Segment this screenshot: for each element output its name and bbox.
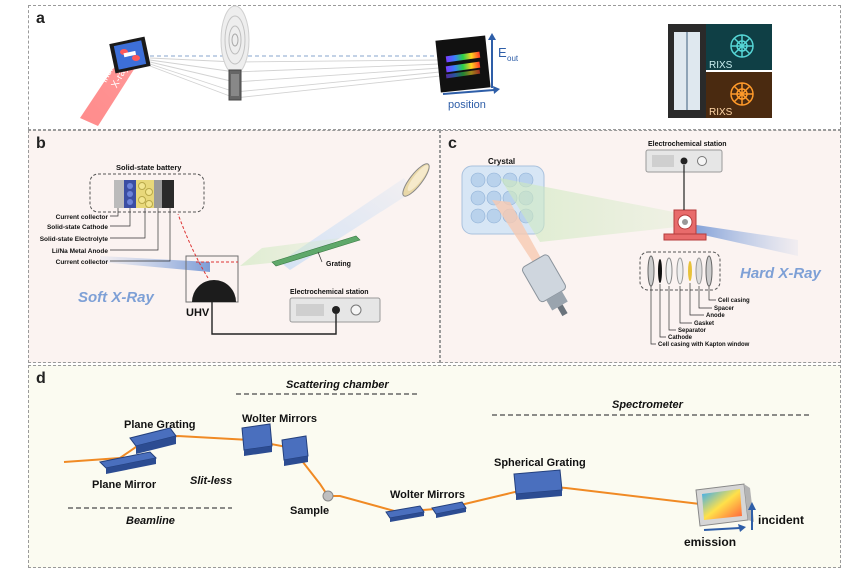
spherical-grating: [513, 469, 563, 500]
part-label-2: Anode: [706, 313, 725, 319]
rixs-label-bottom: RIXS: [709, 107, 733, 118]
panel-b-figure: UHV Solid-state battery Current collecto…: [40, 163, 430, 335]
plane-mirror: [98, 451, 158, 474]
panel-c-figure: Crystal Hard X-Ray: [461, 141, 822, 348]
b-echem-label: Electrochemical station: [290, 289, 369, 296]
sample-label: Sample: [290, 505, 329, 517]
uhv-chamber: [192, 280, 236, 302]
grating-element: [271, 235, 361, 267]
part-label-5: Cathode: [668, 335, 693, 341]
position-label: position: [448, 99, 486, 111]
battery-box: [89, 173, 205, 213]
beamline-label: Beamline: [126, 515, 175, 527]
wolter-mirrors-2: [385, 501, 467, 522]
slit-less-label: Slit-less: [190, 475, 232, 487]
panel-d-figure: Scattering chamber Spectrometer Beamline…: [63, 379, 812, 549]
spherical-grating-label: Spherical Grating: [494, 457, 586, 469]
wolter-mirrors-2-label: Wolter Mirrors: [390, 489, 465, 501]
wolter-mirrors-1: [241, 423, 309, 466]
battery-stack: [114, 180, 174, 208]
part-label-1: Spacer: [714, 306, 735, 312]
panel-b-label: b: [36, 135, 46, 152]
b-echem-station: [289, 297, 381, 323]
d-detector: [695, 483, 754, 527]
rixs-images: RIXS RIXS: [668, 24, 772, 118]
eout-sub-label: out: [507, 54, 519, 63]
b-detector: [402, 163, 430, 197]
wolter-mirrors-1-label: Wolter Mirrors: [242, 413, 317, 425]
layer-label-2: Solid-state Electrolyte: [40, 236, 109, 243]
sample-dot: [322, 490, 334, 502]
panel-a-figure: incident X-ray beam: [80, 5, 772, 126]
plane-mirror-label: Plane Mirror: [92, 479, 157, 491]
soft-xray-label: Soft X-Ray: [78, 289, 155, 306]
c-echem-label: Electrochemical station: [648, 141, 727, 148]
part-label-0: Cell casing: [718, 298, 750, 304]
scatter-fan: [149, 57, 441, 99]
emission-label: emission: [684, 535, 736, 549]
c-detector: [521, 254, 568, 317]
crystal-label: Crystal: [488, 157, 515, 166]
scattering-chamber-label: Scattering chamber: [286, 379, 389, 391]
part-label-6: Cell casing with Kapton window: [658, 342, 750, 348]
b-cable: [211, 302, 337, 335]
rixs-label-top: RIXS: [709, 60, 733, 71]
c-cell: [663, 209, 707, 241]
hard-xray-beam: [690, 224, 798, 256]
panel-a-label: a: [36, 10, 45, 27]
hard-xray-label: Hard X-Ray: [740, 265, 822, 282]
zone-plate-optic: [220, 5, 250, 101]
panel-d: [28, 365, 841, 568]
plane-grating-label: Plane Grating: [124, 419, 196, 431]
grating-label: Grating: [326, 261, 351, 268]
detector-image: [435, 35, 491, 93]
layer-label-3: Li/Na Metal Anode: [52, 248, 108, 255]
eout-label: E: [498, 45, 507, 60]
soft-xray-beam: [100, 256, 210, 272]
layer-label-1: Solid-state Cathode: [47, 224, 108, 231]
plane-grating: [129, 427, 177, 454]
exploded-cell-parts: [647, 255, 713, 287]
part-label-4: Separator: [678, 328, 707, 334]
panel-b: [28, 130, 440, 363]
uhv-label: UHV: [186, 307, 210, 319]
layer-label-0: Current collector: [56, 214, 109, 221]
part-label-3: Gasket: [694, 321, 714, 327]
battery-title: Solid-state battery: [116, 163, 182, 172]
sample-card: [109, 36, 151, 74]
position-axis-arrow: [442, 89, 495, 95]
incident-label: incident: [758, 513, 804, 527]
layer-label-4: Current collector: [56, 259, 109, 266]
panel-d-label: d: [36, 370, 46, 387]
panel-c-label: c: [448, 135, 457, 152]
spectrometer-label: Spectrometer: [612, 399, 684, 411]
